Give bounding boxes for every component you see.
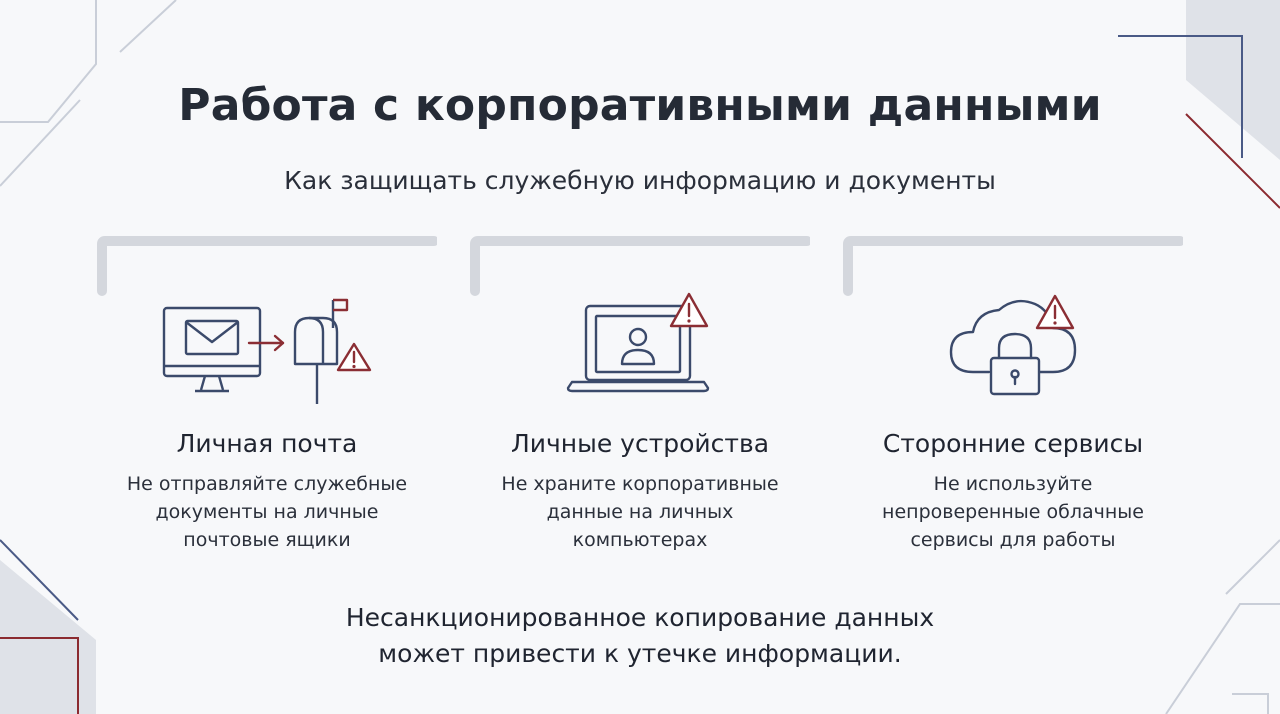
card-title: Личные устройства bbox=[510, 429, 770, 458]
footer-warning: Несанкционированное копирование данных м… bbox=[0, 600, 1280, 672]
card-description: Не храните корпоративные данные на личны… bbox=[501, 473, 779, 551]
card-title: Личная почта bbox=[176, 429, 358, 458]
card-bracket bbox=[470, 236, 810, 296]
card-description: Не используйте непроверенные облачные се… bbox=[882, 473, 1144, 551]
card-bracket bbox=[97, 236, 437, 296]
footer-line-2: может привести к утечке информации. bbox=[378, 639, 902, 668]
card-third-party-services: Сторонние сервисы Не используйте непрове… bbox=[843, 236, 1183, 566]
card-description: Не отправляйте служебные документы на ли… bbox=[126, 473, 408, 551]
page-subtitle: Как защищать служебную информацию и доку… bbox=[284, 166, 996, 195]
laptop-user-warning-icon bbox=[470, 288, 810, 408]
footer-line-1: Несанкционированное копирование данных bbox=[345, 603, 935, 632]
page-title: Работа с корпоративными данными bbox=[178, 80, 1102, 131]
card-personal-devices: Личные устройства Не храните корпоративн… bbox=[470, 236, 810, 566]
email-to-mailbox-warning-icon bbox=[97, 288, 437, 408]
card-bracket bbox=[843, 236, 1183, 296]
cloud-lock-warning-icon bbox=[843, 288, 1183, 408]
card-personal-email: Личная почта Не отправляйте служебные до… bbox=[97, 236, 437, 566]
card-title: Сторонние сервисы bbox=[882, 429, 1144, 458]
